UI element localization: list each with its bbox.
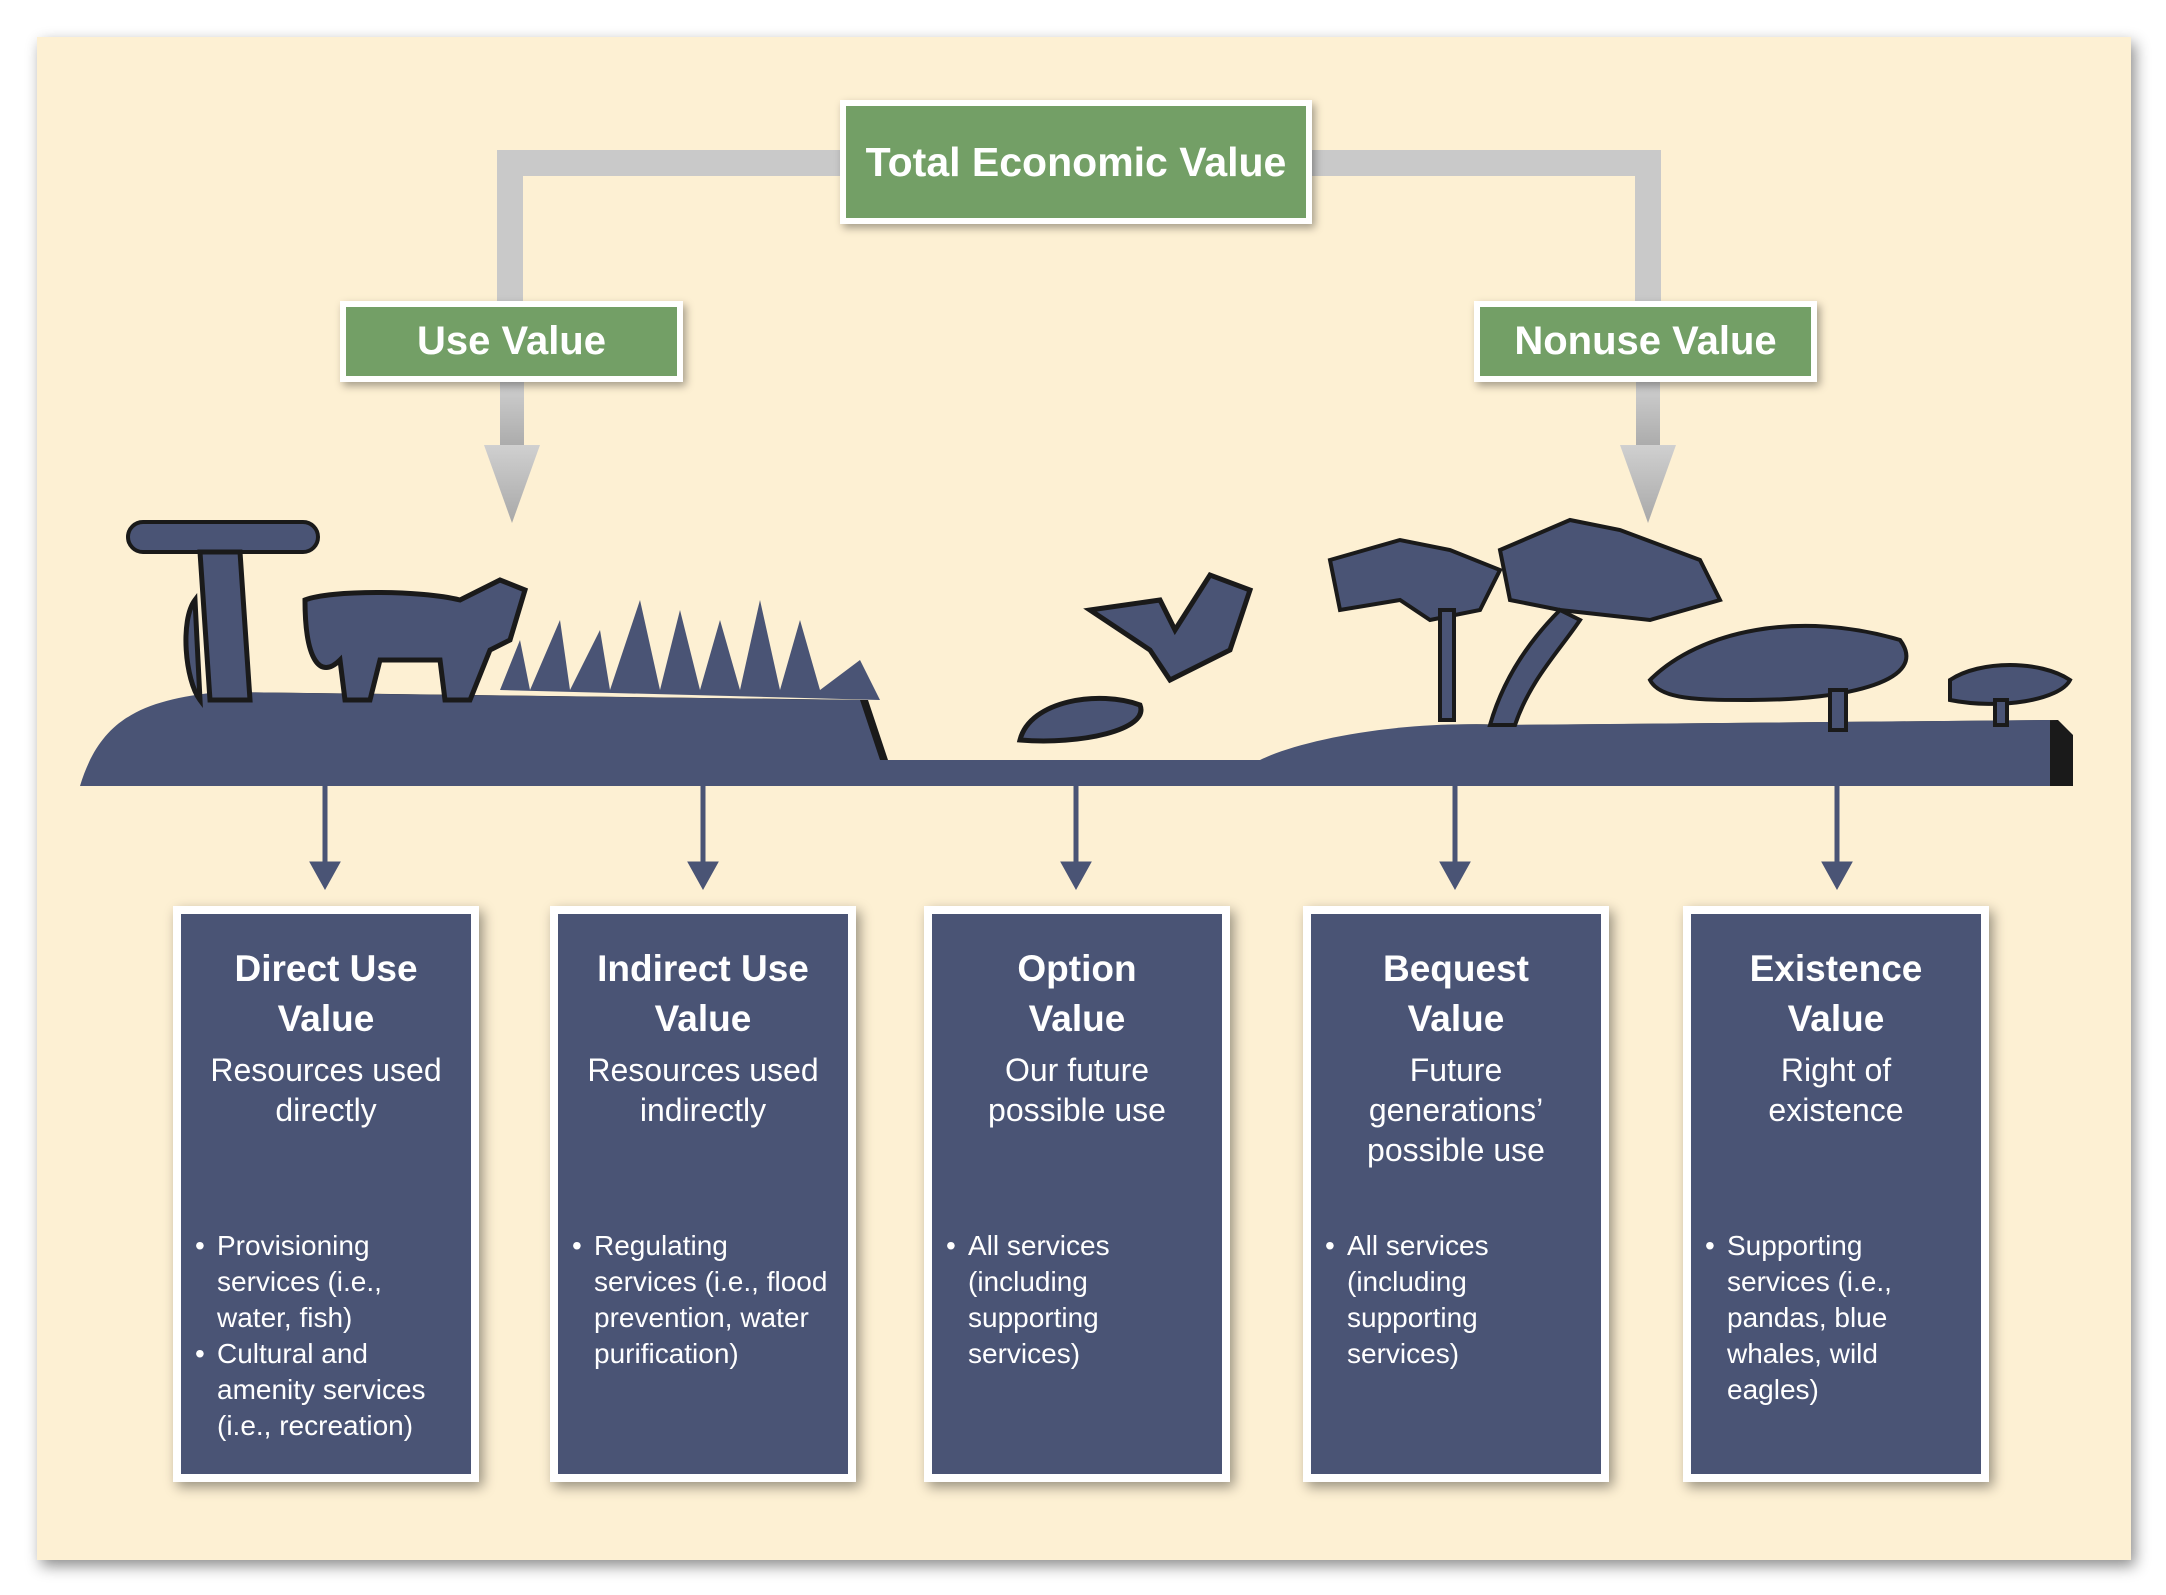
card-bullet: All services (including supporting servi… xyxy=(1325,1228,1589,1372)
card-subtitle: Future generations’ possible use xyxy=(1367,1052,1545,1168)
card-bullet: Supporting services (i.e., pandas, blue … xyxy=(1705,1228,1969,1408)
card-subtitle: Resources used indirectly xyxy=(587,1052,819,1128)
card-title: Bequest Value xyxy=(1383,948,1529,1039)
card-title: Indirect Use Value xyxy=(597,948,809,1039)
card-subtitle: Our future possible use xyxy=(988,1052,1166,1128)
card-bullet: Provisioning services (i.e., water, fish… xyxy=(195,1228,459,1336)
use-value-box: Use Value xyxy=(340,301,683,382)
card-bullet: All services (including supporting servi… xyxy=(946,1228,1210,1372)
card-title: Direct Use Value xyxy=(234,948,418,1039)
card-indirect-use-value: Indirect Use Value Resources used indire… xyxy=(550,906,856,1482)
card-bequest-value: Bequest Value Future generations’ possib… xyxy=(1303,906,1609,1482)
card-subtitle: Right of existence xyxy=(1768,1052,1904,1128)
card-title: Option Value xyxy=(1017,948,1137,1039)
nonuse-value-box: Nonuse Value xyxy=(1474,301,1817,382)
gray-arrow-nonuse xyxy=(1620,382,1676,523)
total-economic-value-box: Total Economic Value xyxy=(840,100,1312,224)
gray-connector xyxy=(497,150,1661,301)
card-direct-use-value: Direct Use Value Resources used directly… xyxy=(173,906,479,1482)
down-arrows xyxy=(309,786,1853,891)
gray-arrow-use xyxy=(484,382,540,523)
card-bullet: Cultural and amenity services (i.e., rec… xyxy=(195,1336,459,1444)
card-bullet: Regulating services (i.e., flood prevent… xyxy=(572,1228,836,1372)
landscape-silhouette xyxy=(80,517,2073,786)
card-existence-value: Existence Value Right of existence Suppo… xyxy=(1683,906,1989,1482)
card-title: Existence Value xyxy=(1749,948,1923,1039)
card-subtitle: Resources used directly xyxy=(210,1052,442,1128)
card-option-value: Option Value Our future possible use All… xyxy=(924,906,1230,1482)
